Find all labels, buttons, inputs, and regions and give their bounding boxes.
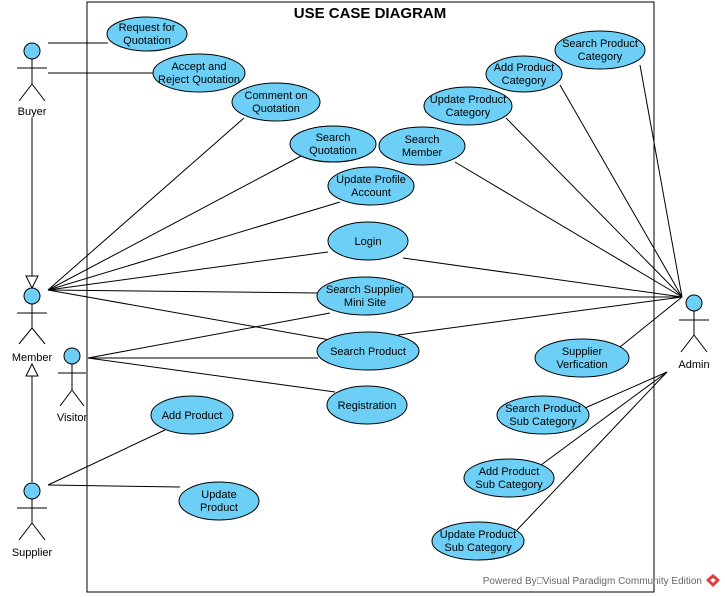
- actor-supplier[interactable]: Supplier: [12, 482, 53, 559]
- generalization-member-buyer-arrowhead: [25, 275, 39, 290]
- assoc-visitor-search-supplier: [87, 312, 331, 359]
- assoc-supplier-update-product: [47, 484, 181, 488]
- actor-head: [23, 42, 41, 60]
- assoc-member-login: [47, 251, 329, 291]
- actor-visitor[interactable]: Visitor: [57, 347, 88, 424]
- actor-head: [23, 287, 41, 305]
- actor-head: [23, 482, 41, 500]
- actor-head: [63, 347, 81, 365]
- generalizations: [25, 118, 39, 482]
- actor-label-visitor: Visitor: [57, 412, 88, 424]
- svg-text:Add Product: Add Product: [162, 410, 223, 422]
- assoc-supplier-add-product: [47, 429, 166, 486]
- assoc-admin-search-product: [397, 296, 683, 336]
- usecase-registration[interactable]: Registration: [326, 385, 408, 425]
- actor-label-supplier: Supplier: [12, 547, 53, 559]
- actor-label-buyer: Buyer: [18, 106, 47, 118]
- assoc-admin-update-category: [505, 117, 683, 298]
- assoc-member-update-profile: [47, 201, 341, 291]
- usecase-add-product[interactable]: Add Product: [150, 395, 234, 435]
- assoc-admin-search-member: [454, 161, 683, 298]
- actor-head: [685, 294, 703, 312]
- assoc-member-comment: [47, 117, 245, 291]
- assoc-member-search-supplier: [47, 289, 319, 294]
- diagram-title: USE CASE DIAGRAM: [294, 5, 447, 22]
- assoc-admin-login: [402, 257, 683, 298]
- footer-powered-by: Powered By⎕Visual Paradigm Community Edi…: [483, 576, 702, 587]
- association-lines: [47, 42, 683, 531]
- assoc-visitor-registration: [87, 357, 336, 393]
- assoc-admin-add-subcategory: [540, 371, 668, 466]
- assoc-admin-search-category: [639, 64, 683, 298]
- actor-buyer[interactable]: Buyer: [17, 42, 47, 118]
- actor-member[interactable]: Member: [12, 287, 53, 364]
- assoc-admin-update-subcategory: [516, 371, 668, 531]
- actor-label-member: Member: [12, 352, 53, 364]
- actor-admin[interactable]: Admin: [678, 294, 710, 371]
- svg-text:Registration: Registration: [338, 400, 397, 412]
- assoc-admin-search-subcategory: [584, 371, 668, 409]
- assoc-admin-add-category: [559, 84, 683, 298]
- usecase-login[interactable]: Login: [327, 221, 409, 261]
- assoc-admin-verification: [619, 296, 683, 348]
- usecase-search-product[interactable]: Search Product: [316, 331, 420, 371]
- svg-text:Search Product: Search Product: [330, 346, 406, 358]
- assoc-member-search-quotation: [47, 154, 304, 291]
- assoc-member-search-product: [47, 289, 331, 341]
- generalization-supplier-member-arrowhead: [25, 362, 39, 377]
- svg-text:Login: Login: [355, 236, 382, 248]
- visual-paradigm-logo-icon: [706, 574, 720, 587]
- actor-label-admin: Admin: [678, 359, 709, 371]
